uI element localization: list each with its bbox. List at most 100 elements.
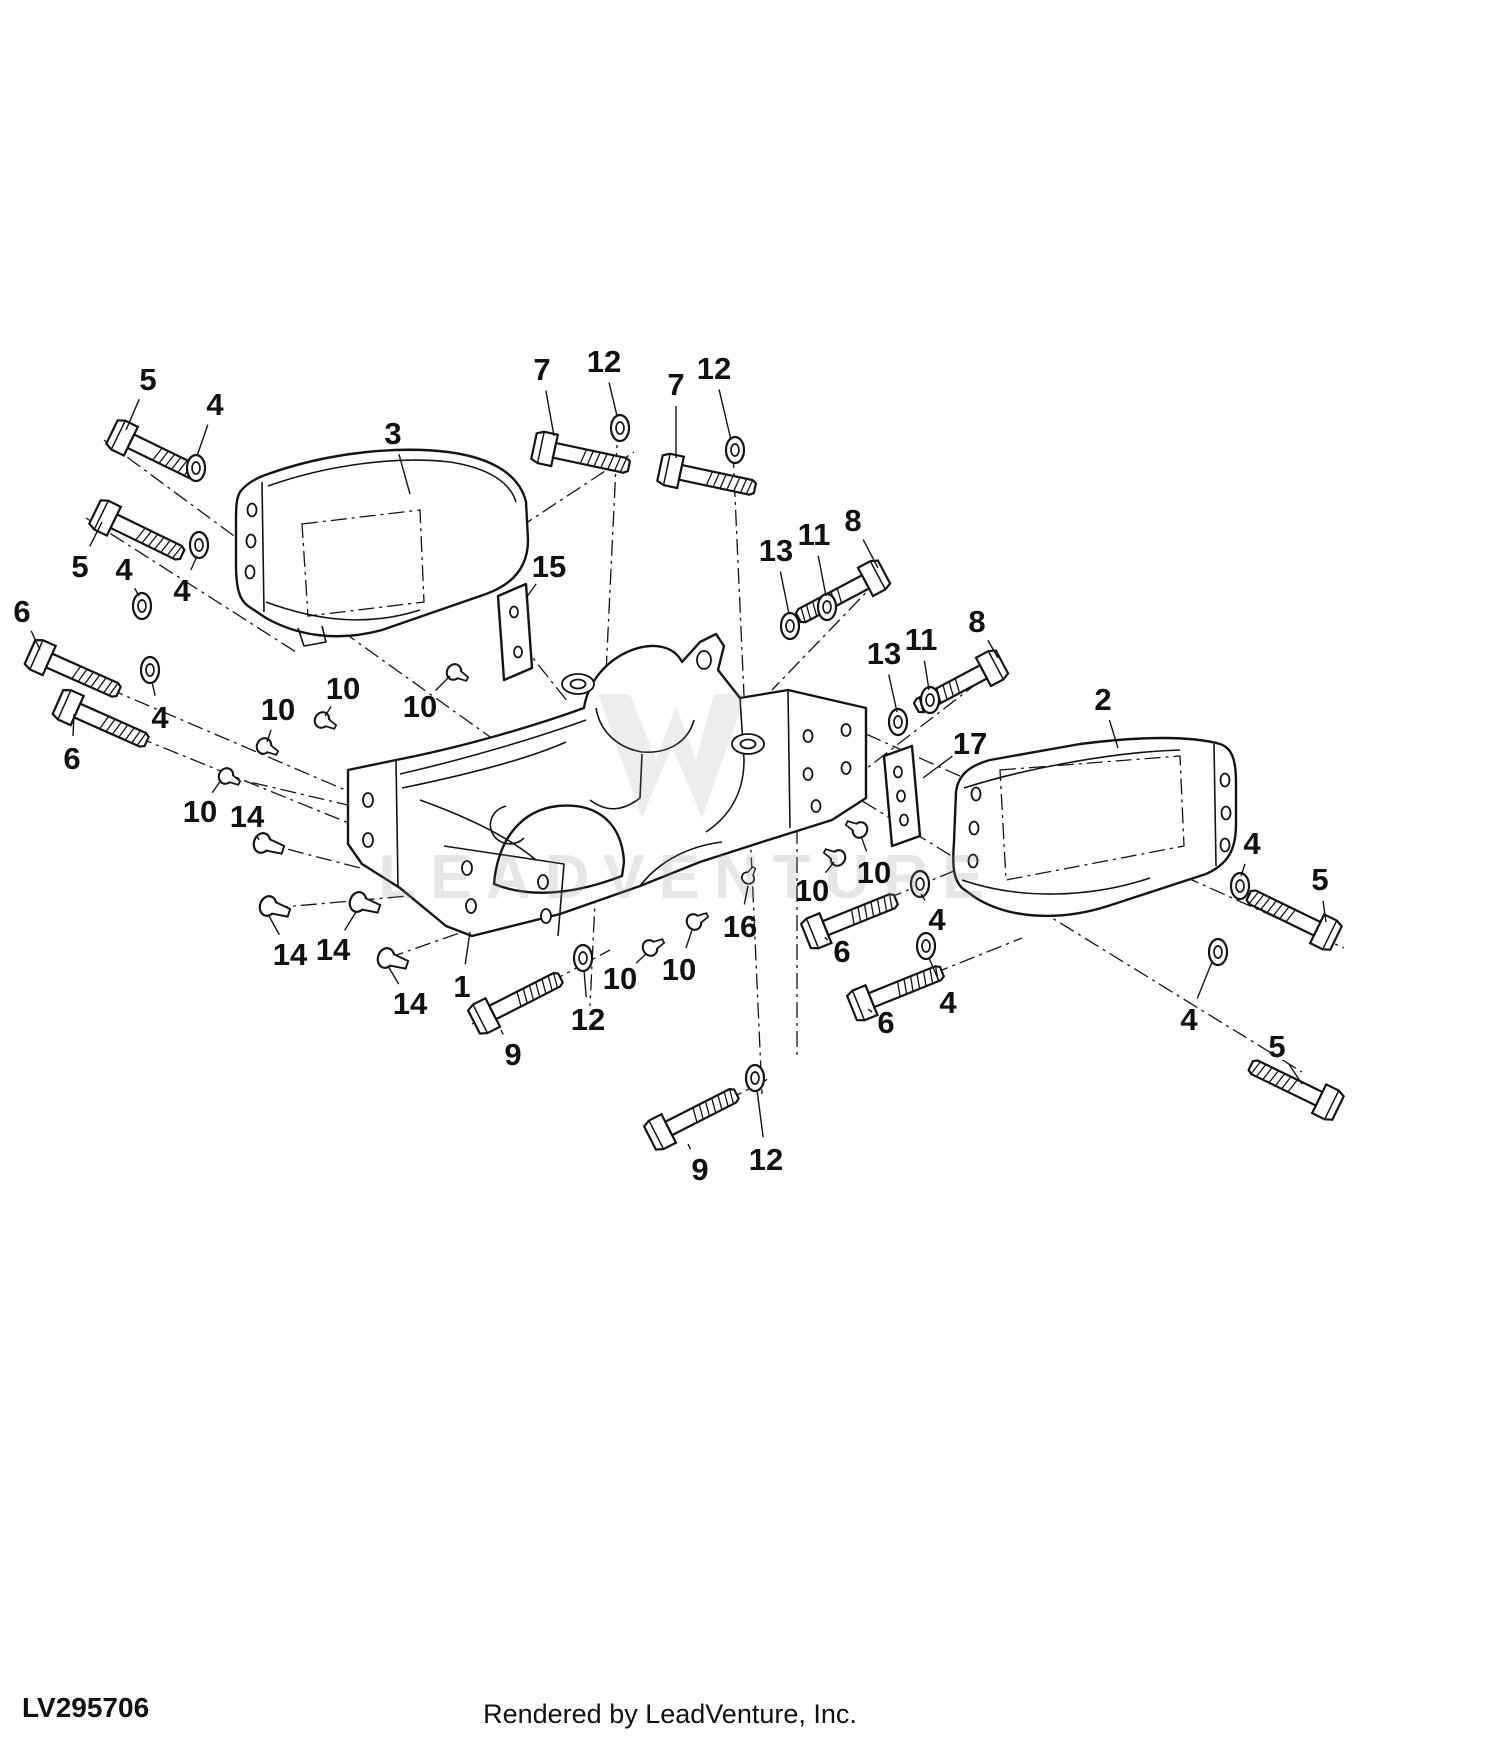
washer-part-4 <box>185 453 207 483</box>
washer-part-11 <box>919 685 941 715</box>
callout-4: 4 <box>115 552 140 597</box>
callout-leader-line <box>464 931 471 965</box>
bolt-part-5 <box>86 496 191 571</box>
callout-leader-line <box>134 587 140 597</box>
callout-8: 8 <box>968 604 999 659</box>
washer-part-11 <box>816 592 838 622</box>
washer-part-13 <box>887 707 909 737</box>
callout-12: 12 <box>571 969 605 1037</box>
callout-7: 7 <box>533 352 555 437</box>
callout-number: 6 <box>833 934 850 969</box>
callout-number: 6 <box>877 1005 894 1040</box>
callout-5: 5 <box>125 362 157 431</box>
callout-leader-line <box>268 915 280 936</box>
callout-number: 4 <box>928 902 946 937</box>
callout-4: 4 <box>1180 961 1213 1037</box>
callout-14: 14 <box>268 915 308 972</box>
callout-number: 10 <box>261 692 295 727</box>
callout-leader-line <box>151 681 156 696</box>
bolt-part-8 <box>789 556 893 633</box>
pin-part-14 <box>374 944 412 976</box>
callout-leader-line <box>500 1029 504 1035</box>
callout-17: 17 <box>922 726 987 779</box>
callout-leader-line <box>687 1143 692 1150</box>
bolt-part-7 <box>655 451 760 505</box>
washer-part-4 <box>1229 871 1251 901</box>
callout-leader-line <box>525 583 537 599</box>
callout-leader-line <box>888 674 898 713</box>
plate-part-17 <box>882 744 922 848</box>
washer-part-13 <box>779 611 801 641</box>
callout-number: 17 <box>953 726 987 761</box>
callout-3: 3 <box>384 416 411 495</box>
callout-8: 8 <box>844 503 879 569</box>
callout-number: 5 <box>71 549 88 584</box>
washer-part-4 <box>131 591 153 621</box>
callout-leader-line <box>920 893 926 901</box>
callout-5: 5 <box>1311 862 1329 923</box>
callout-leader-line <box>608 382 618 417</box>
callout-leader-line <box>862 539 879 569</box>
callout-4: 4 <box>196 387 224 457</box>
callout-leader-line <box>125 398 140 431</box>
callout-leader-line <box>266 729 272 743</box>
callout-leader-line <box>685 929 693 949</box>
callout-number: 14 <box>393 986 428 1021</box>
callout-14: 14 <box>230 799 265 841</box>
callout-leader-line <box>72 713 75 737</box>
callout-13: 13 <box>759 533 793 615</box>
callout-number: 5 <box>139 362 156 397</box>
callout-number: 4 <box>1180 1002 1198 1037</box>
callout-10: 10 <box>603 953 647 996</box>
callout-12: 12 <box>749 1089 783 1177</box>
callout-number: 10 <box>403 689 437 724</box>
callout-10: 10 <box>183 779 222 829</box>
callout-leader-line <box>545 390 555 437</box>
callout-10: 10 <box>324 671 360 717</box>
callout-leader-line <box>923 660 930 691</box>
screw-part-10 <box>443 660 473 688</box>
callout-number: 4 <box>1243 826 1261 861</box>
callout-5: 5 <box>71 521 103 584</box>
watermark-text: LEADVENTURE <box>378 843 997 912</box>
callout-leader-line <box>30 630 41 651</box>
callout-number: 4 <box>206 387 224 422</box>
callout-1: 1 <box>453 931 471 1004</box>
callout-14: 14 <box>316 911 357 967</box>
callout-leader-line <box>398 454 411 495</box>
callout-leader-line <box>867 1008 873 1013</box>
callout-12: 12 <box>697 351 732 441</box>
callout-number: 1 <box>453 969 470 1004</box>
callout-leader-line <box>1322 900 1327 923</box>
callout-number: 10 <box>857 855 891 890</box>
callout-leader-line <box>922 755 953 779</box>
leadventure-watermark: LEADVENTURE <box>378 694 997 912</box>
callout-number: 8 <box>844 503 861 538</box>
callout-leader-line <box>756 1089 764 1138</box>
callout-leader-line <box>256 835 260 841</box>
callout-number: 7 <box>533 352 550 387</box>
callout-11: 11 <box>798 517 830 597</box>
callout-6: 6 <box>867 1005 895 1040</box>
callout-leader-line <box>635 953 647 964</box>
frame-part-1 <box>346 632 868 938</box>
callout-9: 9 <box>687 1143 709 1187</box>
pin-part-14 <box>250 829 288 861</box>
callout-7: 7 <box>667 367 685 458</box>
callout-6: 6 <box>63 713 81 776</box>
callout-number: 9 <box>691 1152 708 1187</box>
callout-number: 4 <box>151 700 169 735</box>
callout-number: 4 <box>115 552 133 587</box>
callout-10: 10 <box>857 835 891 890</box>
callout-leader-line <box>435 675 451 691</box>
callout-number: 14 <box>316 932 351 967</box>
callout-leader-line <box>190 555 198 571</box>
callout-number: 12 <box>749 1142 783 1177</box>
callout-number: 5 <box>1268 1029 1285 1064</box>
callout-leader-line <box>196 424 209 457</box>
callout-16: 16 <box>723 885 757 944</box>
callout-number: 11 <box>905 622 938 657</box>
screw-part-10 <box>311 708 341 736</box>
